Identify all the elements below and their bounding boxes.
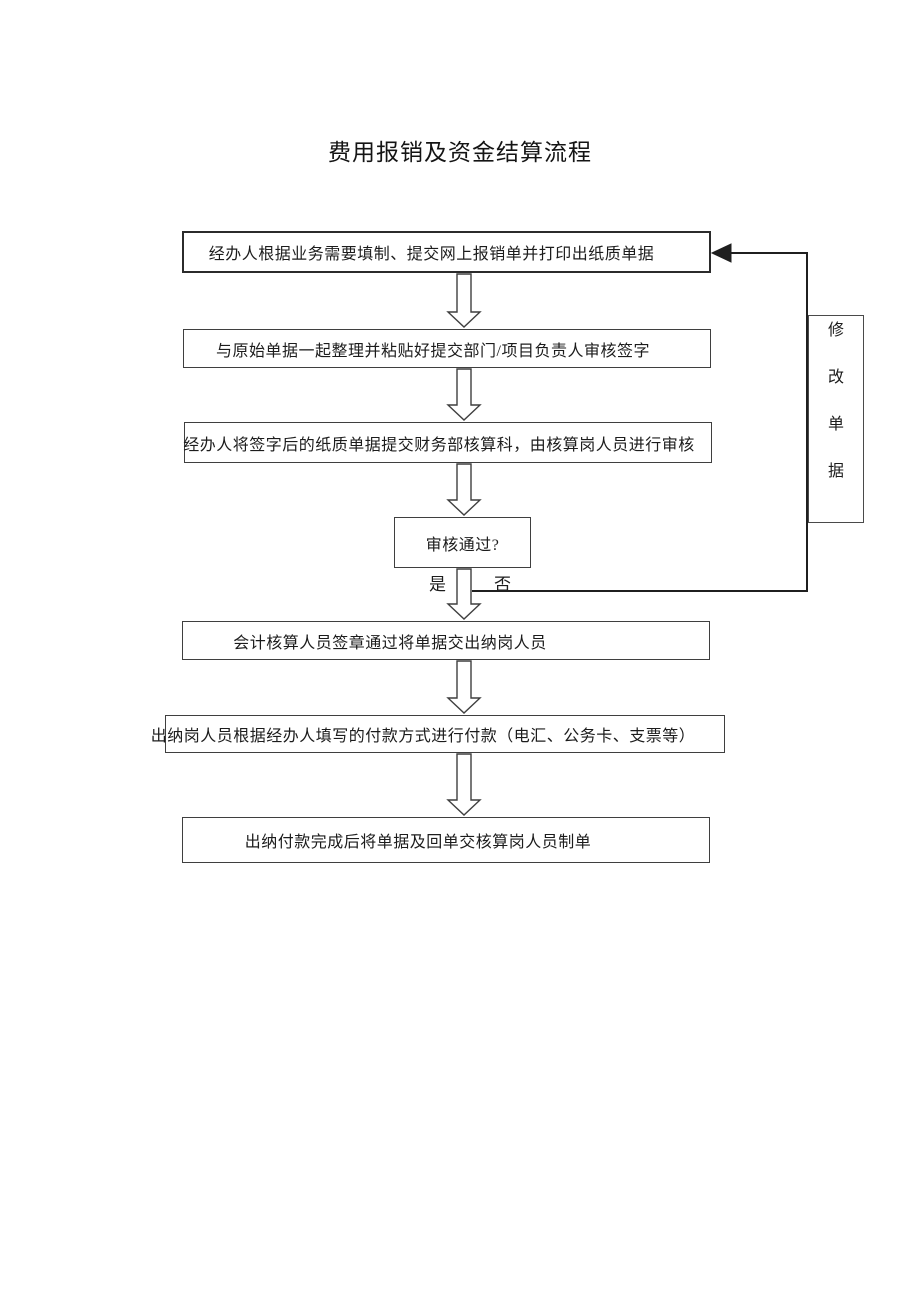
loop-box-char: 据 [827,463,844,480]
loop-box-char: 修 [827,322,844,339]
down-arrow-4-icon [446,568,482,620]
decision-label: 审核通过? [425,536,500,554]
process-box-accountant-stamp: 会计核算人员签章通过将单据交出纳岗人员 [182,621,710,660]
process-box-cashier-payment: 出纳岗人员根据经办人填写的付款方式进行付款（电汇、公务卡、支票等） [151,715,725,753]
process-box-voucher: 出纳付款完成后将单据及回单交核算岗人员制单 [182,817,710,863]
loop-box-char: 单 [827,416,844,433]
down-arrow-2-icon [446,368,482,421]
process-box-label: 出纳岗人员根据经办人填写的付款方式进行付款（电汇、公务卡、支票等） [150,728,696,745]
no-label: 否 [494,575,511,594]
process-box-label: 经办人根据业务需要填制、提交网上报销单并打印出纸质单据 [208,246,655,263]
process-box-create-submit: 经办人根据业务需要填制、提交网上报销单并打印出纸质单据 [182,231,711,273]
process-box-label: 会计核算人员签章通过将单据交出纳岗人员 [233,634,547,652]
yes-label: 是 [429,575,446,594]
return-arrowhead-icon [710,243,732,263]
process-box-submit-finance: 经办人将签字后的纸质单据提交财务部核算科，由核算岗人员进行审核 [183,422,712,463]
page-title: 费用报销及资金结算流程 [328,140,592,165]
loop-box-modify-documents: 修 改 单 据 [808,315,864,523]
down-arrow-6-icon [446,753,482,816]
down-arrow-5-icon [446,660,482,714]
loop-box-char: 改 [827,369,844,386]
down-arrow-3-icon [446,463,482,516]
down-arrow-1-icon [446,273,482,328]
process-box-label: 出纳付款完成后将单据及回单交核算岗人员制单 [244,834,592,851]
process-box-label: 经办人将签字后的纸质单据提交财务部核算科，由核算岗人员进行审核 [183,436,695,454]
process-box-organize-sign: 与原始单据一起整理并粘贴好提交部门/项目负责人审核签字 [183,329,711,368]
decision-box-review: 审核通过? [394,517,531,568]
process-box-label: 与原始单据一起整理并粘贴好提交部门/项目负责人审核签字 [216,342,650,360]
